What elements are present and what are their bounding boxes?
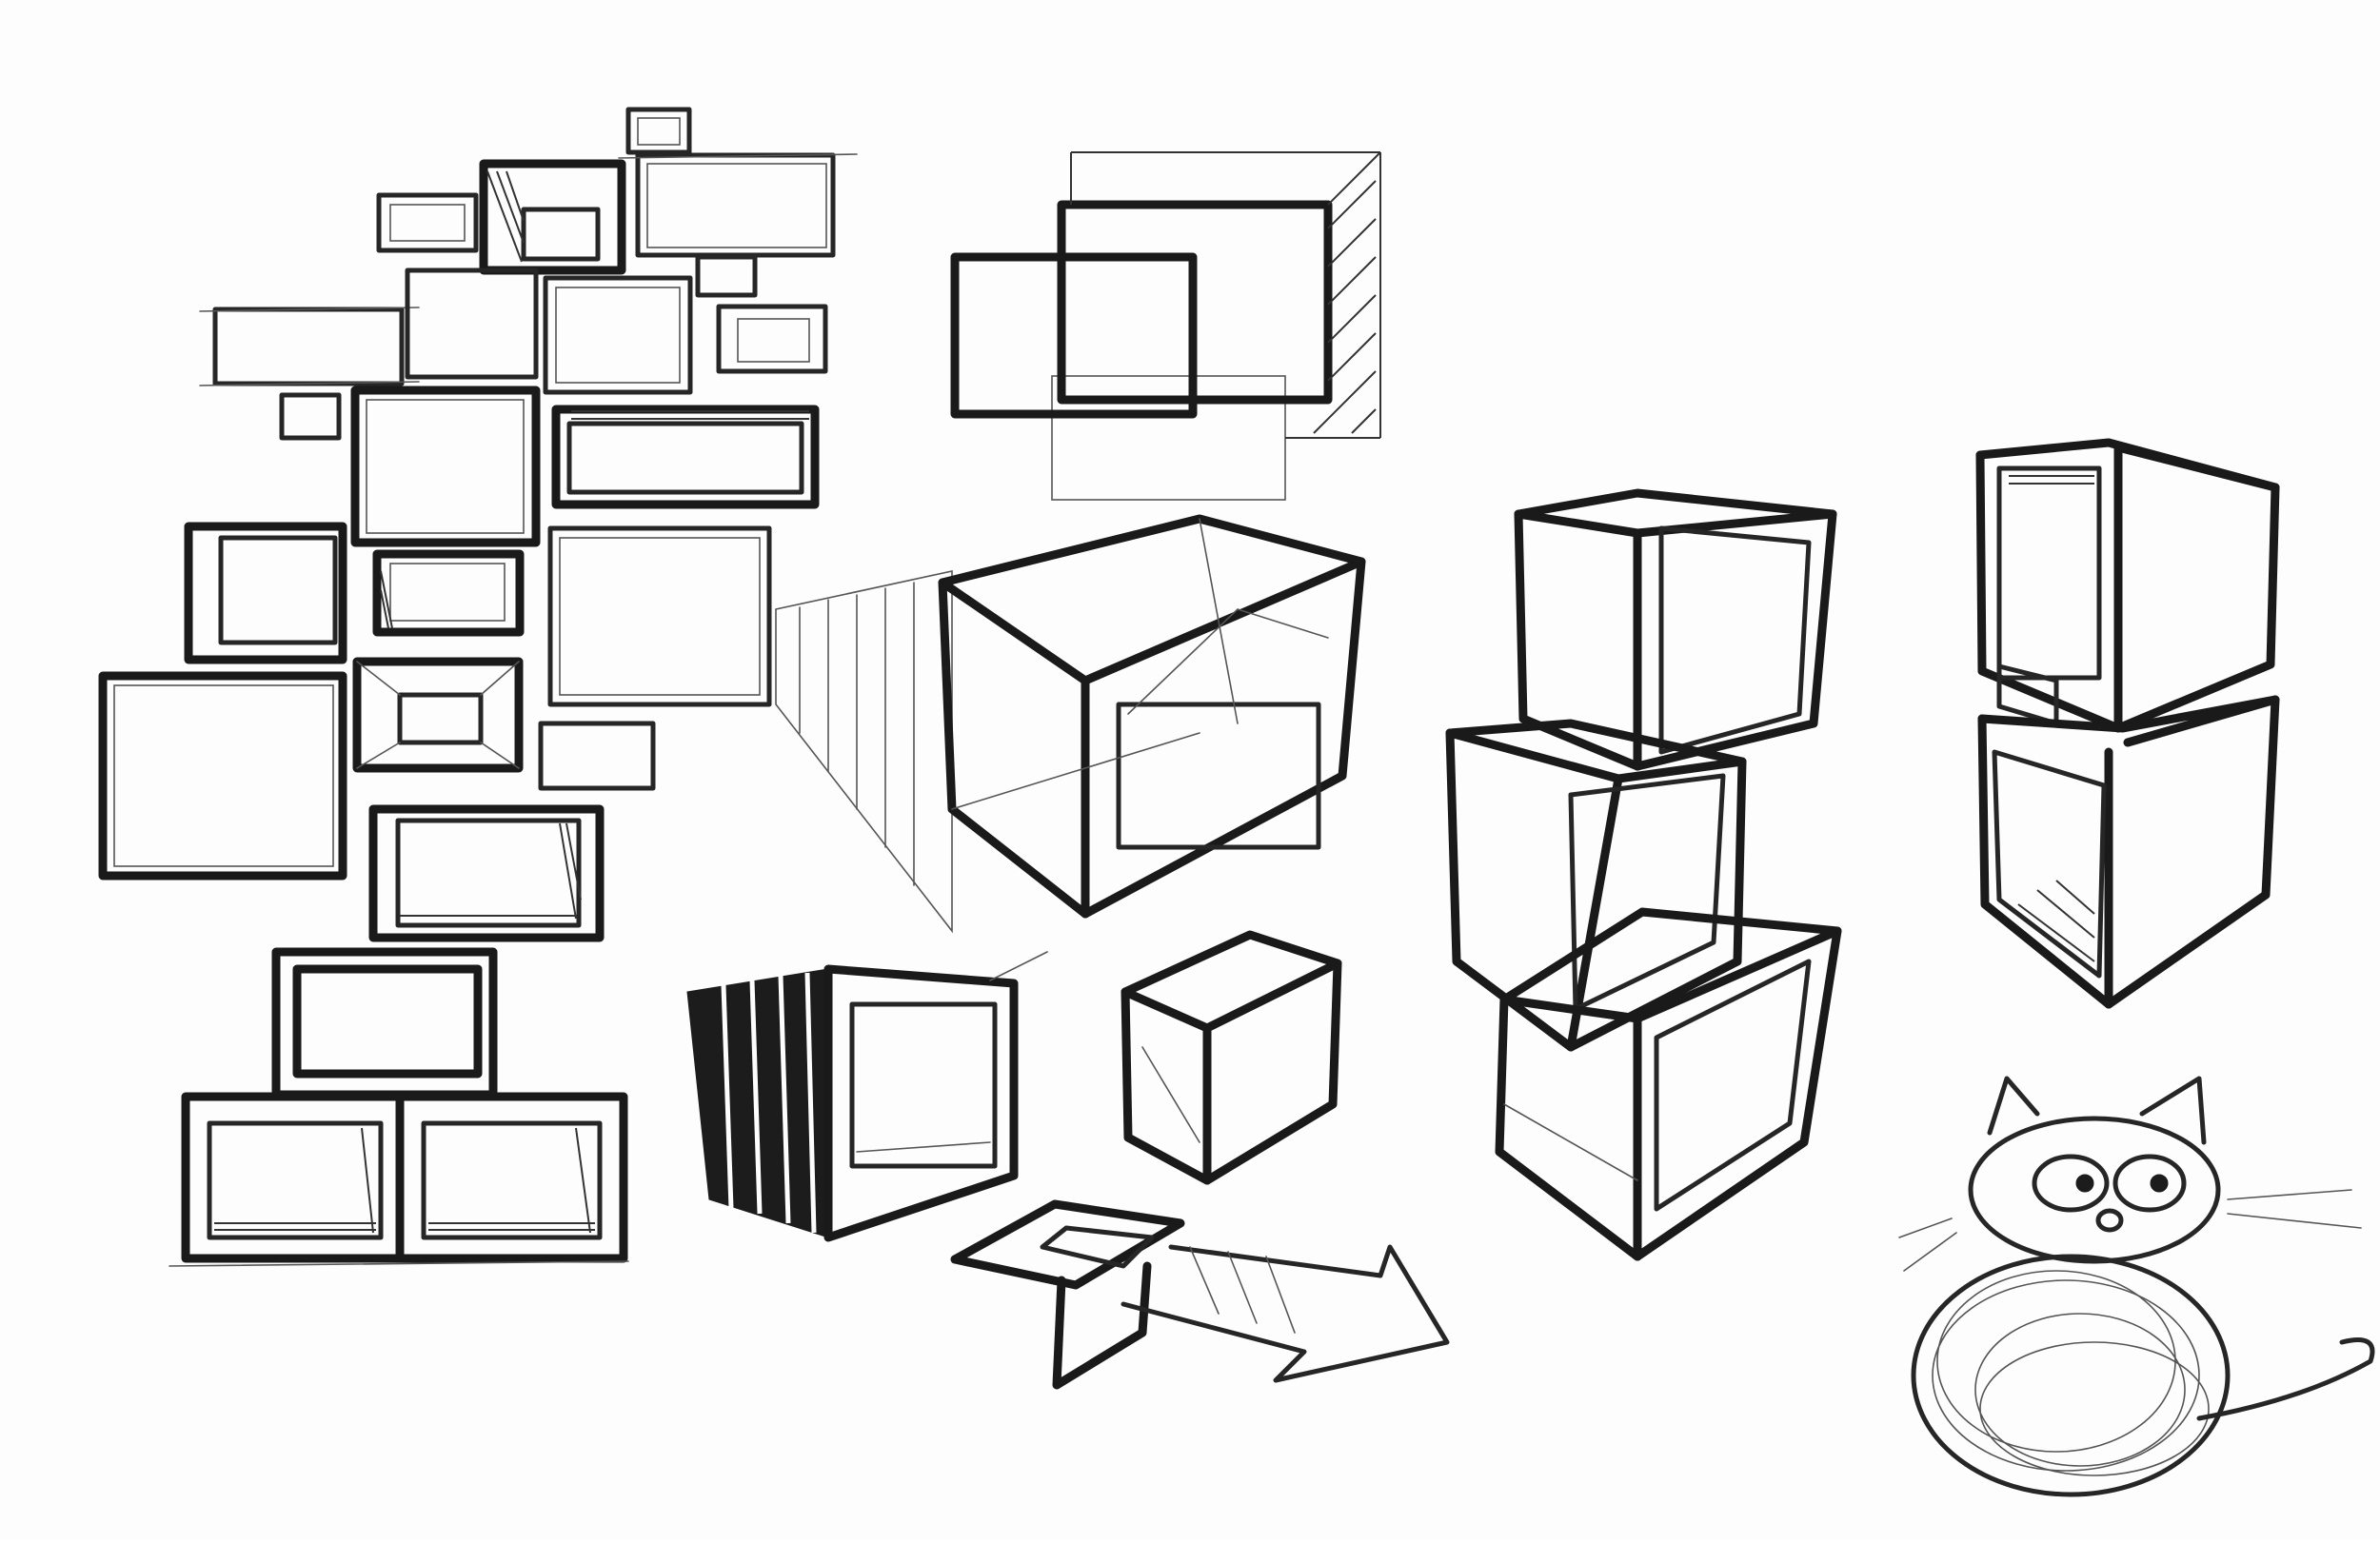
arrow-shelf xyxy=(950,1199,1450,1390)
wall-shelf-grid xyxy=(98,107,858,1267)
small-cube xyxy=(1121,930,1342,1185)
overlapping-frames xyxy=(950,151,1381,501)
cat-doodle xyxy=(1898,1076,2375,1497)
perspective-box xyxy=(775,514,1366,934)
slatted-cube xyxy=(686,951,1048,1242)
offset-stacked-cubes xyxy=(1975,438,2280,1009)
stacked-cubes xyxy=(1445,488,1842,1261)
